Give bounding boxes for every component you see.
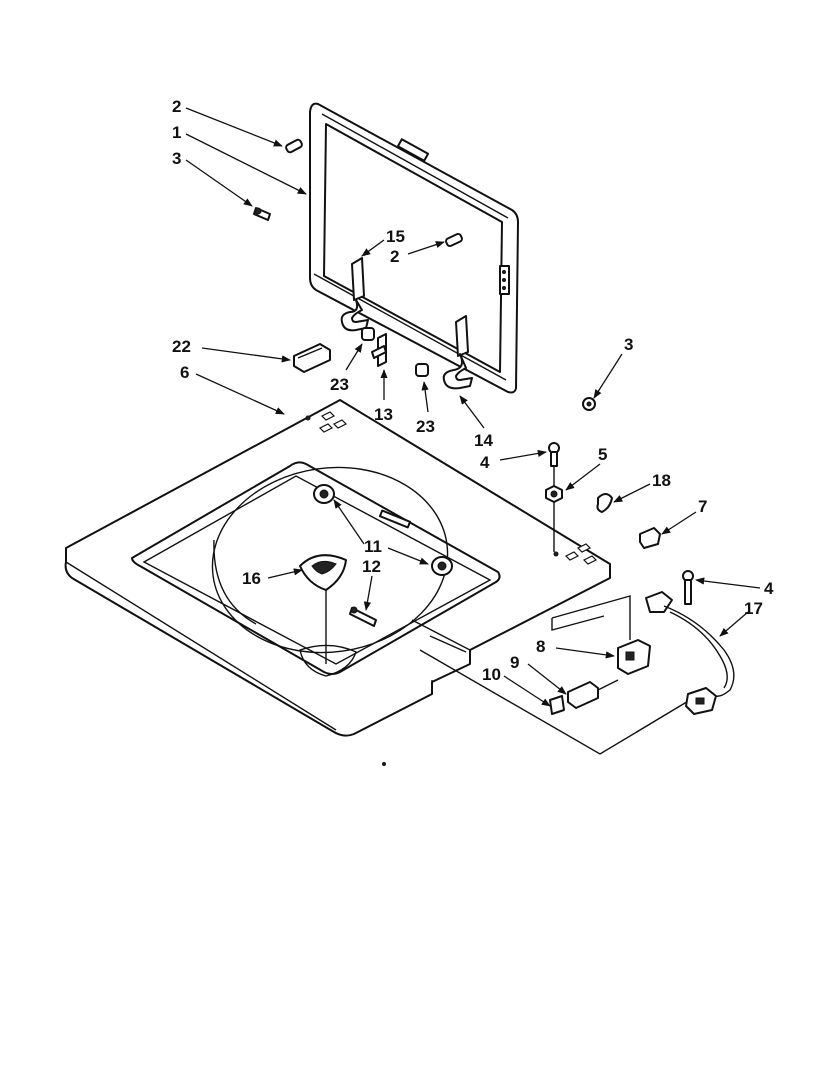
- actuator-part-9: [567, 679, 619, 709]
- screw-part-3-right: [582, 397, 596, 411]
- callout-1: 1: [172, 123, 181, 142]
- hinge-part-14: [442, 353, 473, 390]
- screw-part-4-upper: [548, 442, 560, 552]
- bumper-part-11-back: [313, 484, 335, 504]
- callout-13: 13: [374, 405, 393, 424]
- stray-mark: [382, 762, 386, 766]
- lid-frame: [309, 102, 519, 394]
- callout-3-right: 3: [624, 335, 633, 354]
- bumper-part-11-front: [431, 556, 453, 576]
- callout-14: 14: [474, 431, 493, 450]
- latch-part-22: [293, 343, 331, 373]
- clip-part-18: [596, 493, 613, 513]
- callout-8: 8: [536, 637, 545, 656]
- callout-22: 22: [172, 337, 191, 356]
- switch-bracket: [419, 595, 691, 755]
- callout-12: 12: [362, 557, 381, 576]
- screw-part-4-lower: [682, 570, 694, 605]
- callout-16: 16: [242, 569, 261, 588]
- hinge-part-15: [340, 299, 369, 332]
- callout-23-right: 23: [416, 417, 435, 436]
- nut-part-5: [545, 485, 563, 503]
- bumper-part-23-left: [361, 327, 375, 341]
- screw-part-2-upper: [285, 138, 303, 154]
- callout-2-upper: 2: [172, 97, 181, 116]
- callout-5: 5: [598, 445, 607, 464]
- screw-part-2-right: [445, 232, 463, 248]
- callout-4-upper: 4: [480, 453, 490, 472]
- callout-3-left: 3: [172, 149, 181, 168]
- callout-11: 11: [364, 537, 382, 556]
- callout-2-right: 2: [390, 247, 399, 266]
- callout-18: 18: [652, 471, 671, 490]
- screw-part-3-left: [253, 207, 271, 221]
- callout-17: 17: [744, 599, 763, 618]
- wire-harness-part-17: [645, 591, 735, 715]
- callout-15: 15: [386, 227, 405, 246]
- callout-10: 10: [482, 665, 501, 684]
- control-knob-part-16: [299, 554, 347, 591]
- callout-6: 6: [180, 363, 189, 382]
- switch-part-8: [617, 639, 651, 675]
- bumper-part-23-right: [415, 363, 429, 377]
- callout-4-lower: 4: [764, 579, 774, 598]
- hinge-part-13: [371, 333, 387, 367]
- leader-lines: [185, 107, 761, 707]
- clip-part-7: [639, 527, 661, 549]
- clip-part-10: [549, 695, 565, 715]
- screw-part-12: [349, 606, 377, 627]
- lid-stop-strip: [378, 509, 412, 529]
- callout-7: 7: [698, 497, 707, 516]
- callout-23-left: 23: [330, 375, 349, 394]
- callout-9: 9: [510, 653, 519, 672]
- callout-labels: 2 1 3 15 2 22 6 23 13 23 14 3 4 5 18 7 1…: [172, 97, 774, 684]
